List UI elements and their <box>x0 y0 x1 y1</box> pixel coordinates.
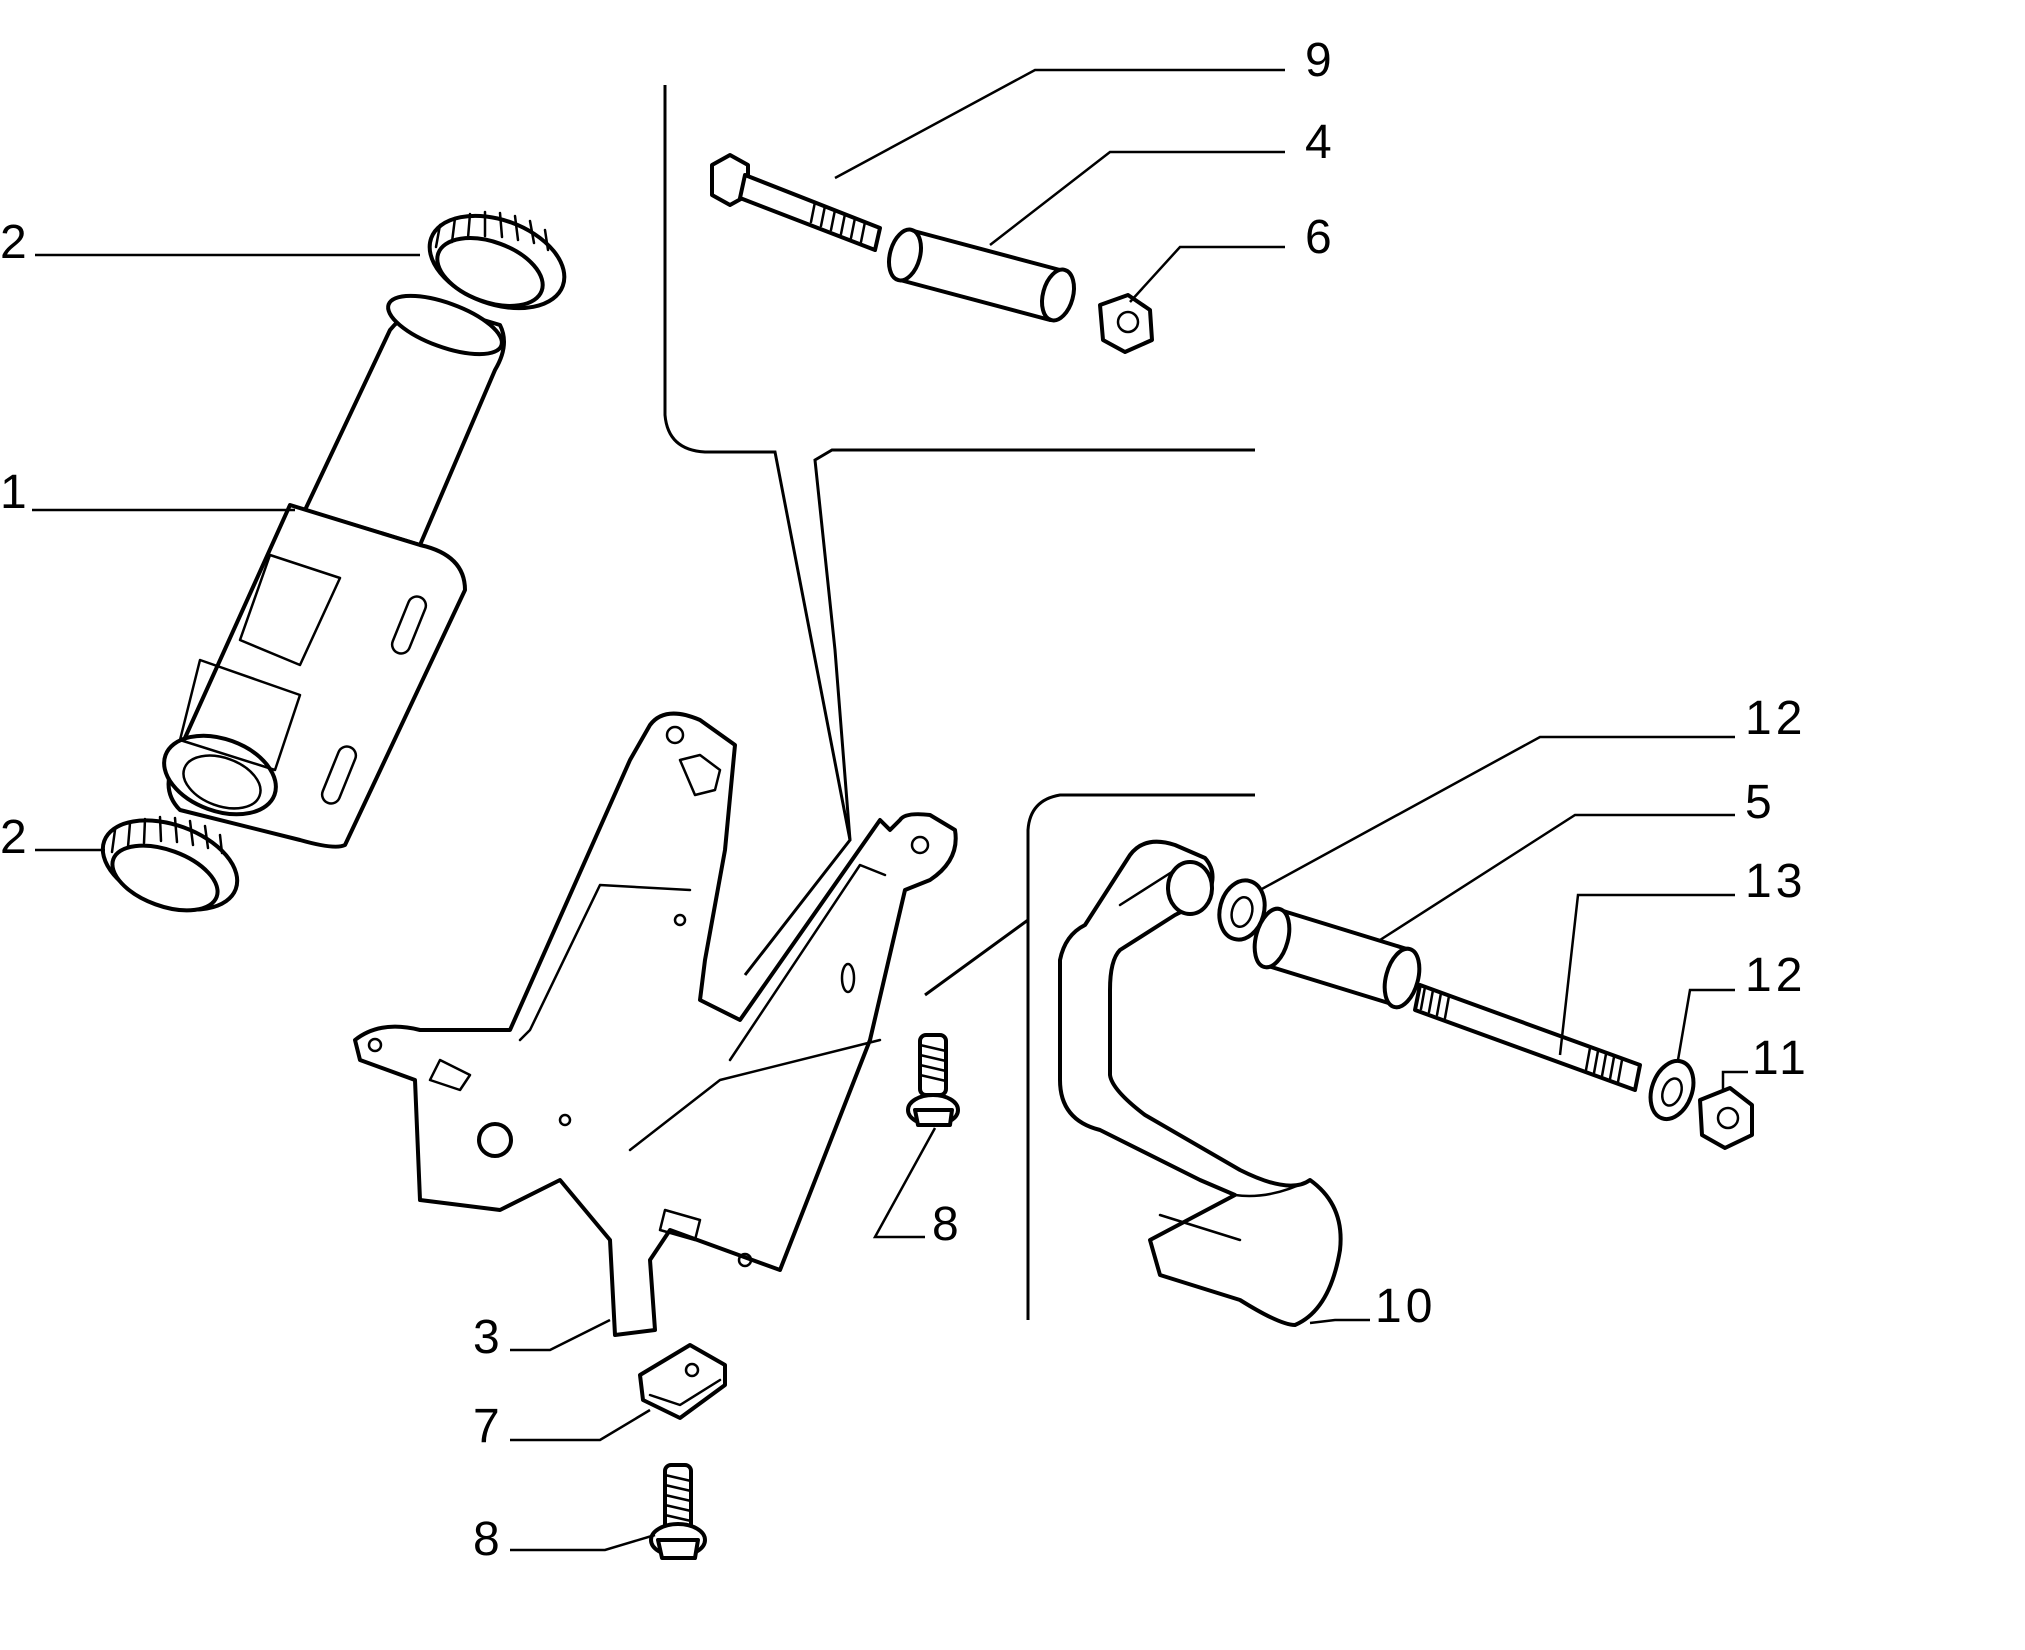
washer-12-lower <box>1648 1058 1696 1122</box>
threaded-rod-13 <box>1413 983 1642 1092</box>
callout-1: 1 <box>0 466 31 519</box>
section-dividers <box>663 85 1255 1320</box>
nut-11 <box>1698 1086 1754 1150</box>
pedal-lever-10 <box>1058 839 1343 1327</box>
bearing-ring-top <box>427 210 567 311</box>
callout-8-middle: 8 <box>932 1198 963 1251</box>
callout-12-upper: 12 <box>1745 692 1806 745</box>
nut-6 <box>1098 293 1154 354</box>
bolt-9 <box>710 153 882 252</box>
callout-6: 6 <box>1305 211 1336 264</box>
callout-5: 5 <box>1745 776 1776 829</box>
sleeve-4 <box>887 227 1076 323</box>
callout-13: 13 <box>1745 855 1806 908</box>
callout-2-top: 2 <box>0 216 31 269</box>
screw-8-middle <box>906 1033 960 1127</box>
column-tube <box>162 293 506 849</box>
callout-11: 11 <box>1752 1032 1810 1085</box>
clip-7 <box>638 1343 727 1420</box>
callout-3: 3 <box>473 1311 504 1364</box>
callout-2-bottom: 2 <box>0 811 31 864</box>
callout-8-bottom: 8 <box>473 1513 504 1566</box>
bushing-5 <box>1252 906 1422 1010</box>
bearing-ring-bottom <box>100 815 240 913</box>
bracket-3 <box>353 711 958 1337</box>
callout-12-lower: 12 <box>1745 949 1806 1002</box>
callout-10: 10 <box>1375 1280 1436 1333</box>
callout-labels: 9 4 6 2 1 2 12 5 13 12 11 8 10 3 7 8 <box>0 34 1810 1566</box>
callout-7: 7 <box>473 1400 504 1453</box>
callout-4: 4 <box>1305 116 1336 169</box>
screw-8-bottom <box>649 1463 707 1560</box>
callout-9: 9 <box>1305 34 1336 87</box>
leader-lines <box>32 68 1748 1552</box>
